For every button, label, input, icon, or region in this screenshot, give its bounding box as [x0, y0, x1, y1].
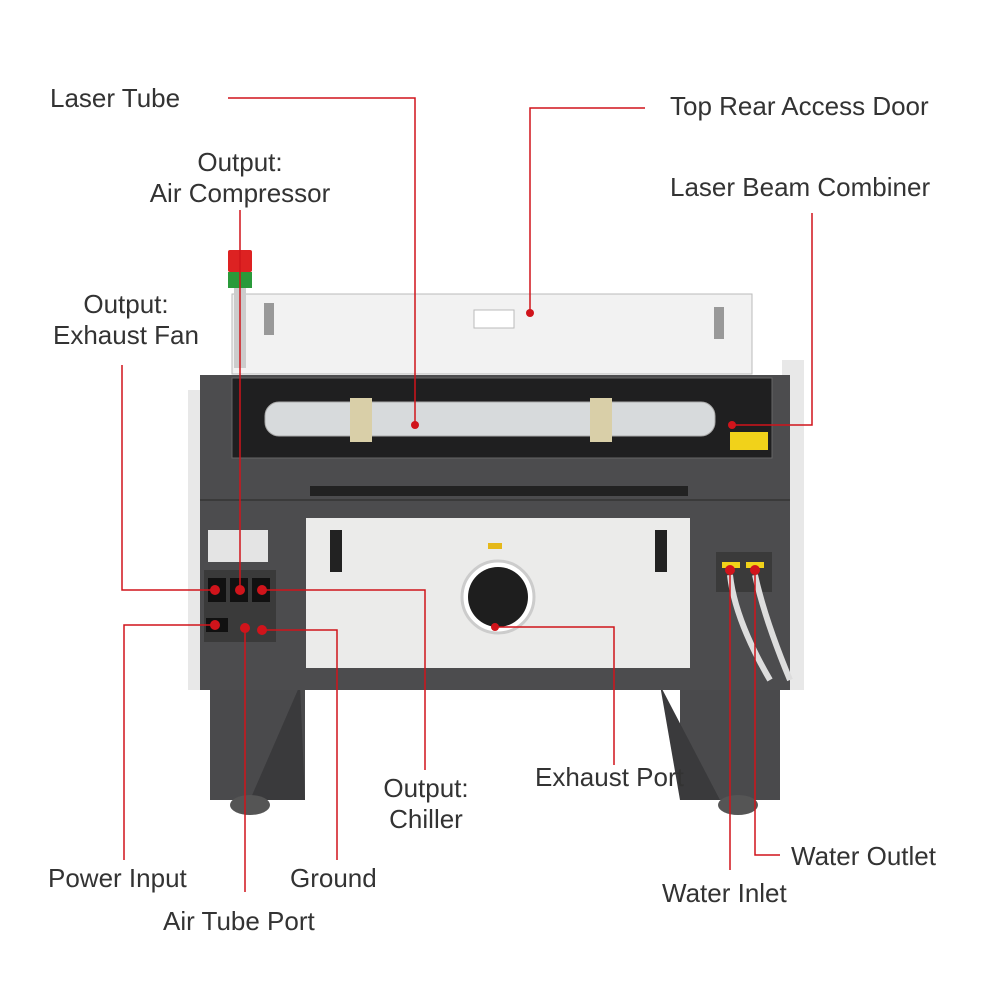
leader-lines [121, 97, 813, 892]
leader-water-outlet [754, 570, 780, 856]
label-power-input: Power Input [48, 863, 187, 893]
leader-chiller [262, 589, 426, 770]
label-line: Chiller [389, 804, 463, 834]
label-line: Air Compressor [149, 178, 331, 208]
label-ground: Ground [290, 863, 377, 893]
leader-exhaust-port [495, 626, 615, 765]
label-line: Output: [83, 289, 169, 319]
leader-laser-tube [228, 97, 416, 425]
label-output-air-compressor: Output: Air Compressor [140, 147, 340, 209]
label-water-inlet: Water Inlet [662, 878, 787, 908]
label-water-outlet: Water Outlet [791, 841, 936, 871]
label-laser-beam-combiner: Laser Beam Combiner [670, 172, 931, 202]
leader-power-input [123, 624, 215, 860]
label-line: Output: [383, 773, 469, 803]
label-exhaust-port: Exhaust Port [535, 762, 684, 792]
label-line: Output: [197, 147, 283, 177]
label-air-tube-port: Air Tube Port [163, 906, 315, 936]
leader-laser-beam-combiner [732, 213, 813, 426]
label-laser-tube: Laser Tube [50, 83, 181, 113]
label-line: Exhaust Fan [53, 320, 199, 350]
leader-ground [262, 629, 338, 860]
label-output-exhaust-fan: Output: Exhaust Fan [45, 289, 207, 351]
label-output-chiller: Output: Chiller [370, 773, 482, 835]
leader-top-rear-access-door [529, 107, 645, 313]
machine [188, 250, 804, 815]
callout-dots [210, 309, 760, 635]
label-top-rear-access-door: Top Rear Access Door [670, 91, 929, 121]
leader-exhaust-fan [121, 365, 215, 591]
